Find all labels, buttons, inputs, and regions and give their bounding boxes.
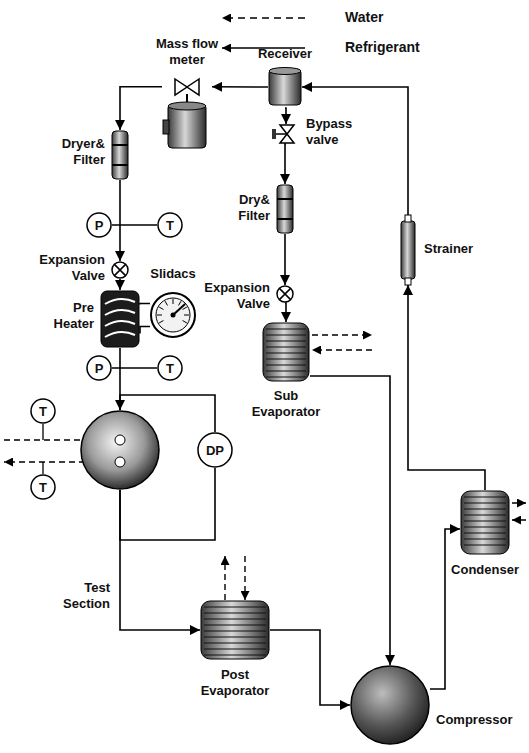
pipe-connector	[285, 108, 286, 124]
component-label: Expansion Valve	[28, 252, 105, 283]
sensor-circle: P	[86, 212, 112, 238]
sensor-circle: P	[86, 355, 112, 381]
expansion-valve: Expansion Valve	[276, 285, 294, 303]
sensor-label: T	[30, 474, 56, 500]
pipe-connector	[285, 144, 286, 184]
legend-swatch	[222, 18, 305, 48]
component-label: Post Evaporator	[195, 667, 275, 698]
sensor-circle: DP	[197, 432, 233, 468]
pipe-connector	[112, 224, 157, 226]
receiver-tank-outline	[268, 66, 302, 108]
heat-exchanger: Post Evaporator	[200, 600, 270, 660]
component-label: Strainer	[424, 241, 494, 257]
pipe-connector	[285, 303, 286, 322]
sensor-label: DP	[197, 432, 233, 468]
pipe-connector	[270, 630, 350, 705]
legend-text: Refrigerant	[345, 39, 420, 55]
pipe-connector	[310, 376, 390, 665]
valve-symbol: Bypass valve	[272, 124, 300, 144]
pipe-connector	[112, 367, 157, 369]
sensor-label: T	[157, 355, 183, 381]
component-label: Receiver	[245, 46, 325, 62]
pipe-connector	[119, 279, 121, 290]
sensor-circle: T	[157, 355, 183, 381]
strainer-symbol: Strainer	[400, 215, 416, 285]
sensor-leader	[42, 424, 43, 474]
heat-exchanger-outline	[460, 490, 510, 555]
sensor-circle: T	[30, 474, 56, 500]
pipe-connector	[302, 87, 408, 215]
component-label: Slidacs	[140, 266, 206, 282]
pipe-connector	[120, 87, 162, 130]
component-label: Compressor	[436, 712, 524, 728]
pipe-connector	[140, 327, 150, 334]
filter-symbol-outline	[111, 130, 129, 180]
flow-meter: Mass flow meter	[162, 72, 212, 150]
component-label: Mass flow meter	[142, 36, 232, 67]
expansion-valve: Expansion Valve	[111, 261, 129, 279]
sensor-label: T	[30, 398, 56, 424]
component-label: Pre Heater	[38, 300, 94, 331]
test-section: Test Section	[80, 410, 160, 490]
expansion-valve-outline	[111, 261, 129, 279]
heat-exchanger: Condenser	[460, 490, 510, 555]
component-label: Expansion Valve	[196, 280, 270, 311]
compressor-symbol: Compressor	[350, 665, 430, 745]
receiver-tank: Receiver	[268, 66, 302, 108]
pipe-connector	[430, 529, 460, 689]
flow-meter-outline	[162, 72, 212, 150]
heat-exchanger-outline	[200, 600, 270, 660]
expansion-valve-outline	[276, 285, 294, 303]
filter-symbol: Dryer& Filter	[111, 130, 129, 180]
heater-symbol-outline	[100, 290, 140, 348]
sensor-label: P	[86, 212, 112, 238]
pipe-connector	[284, 234, 286, 285]
component-label: Condenser	[447, 562, 523, 578]
pipe-connector	[120, 490, 200, 630]
component-label: Bypass valve	[306, 116, 366, 147]
filter-symbol: Dry& Filter	[276, 184, 294, 234]
component-label: Test Section	[44, 580, 110, 611]
sensor-label: T	[157, 212, 183, 238]
filter-symbol-outline	[276, 184, 294, 234]
compressor-symbol-outline	[350, 665, 430, 745]
strainer-symbol-outline	[400, 215, 416, 285]
sensor-label: P	[86, 355, 112, 381]
component-label: Sub Evaporator	[246, 388, 326, 419]
heater-symbol: Pre Heater	[100, 290, 140, 348]
test-section-outline	[80, 410, 160, 490]
heat-exchanger: Sub Evaporator	[262, 322, 310, 382]
pipe-connector	[408, 285, 485, 490]
gauge-symbol-outline	[150, 292, 196, 338]
gauge-symbol: Slidacs	[150, 292, 196, 338]
pipe-connector	[212, 86, 268, 88]
component-label: Dryer& Filter	[40, 136, 105, 167]
legend-text: Water	[345, 9, 383, 25]
sensor-circle: T	[157, 212, 183, 238]
pipe-connector	[119, 180, 121, 261]
sensor-circle: T	[30, 398, 56, 424]
valve-symbol-outline	[272, 124, 300, 144]
component-label: Dry& Filter	[212, 192, 270, 223]
heat-exchanger-outline	[262, 322, 310, 382]
pipe-connector	[140, 304, 150, 305]
